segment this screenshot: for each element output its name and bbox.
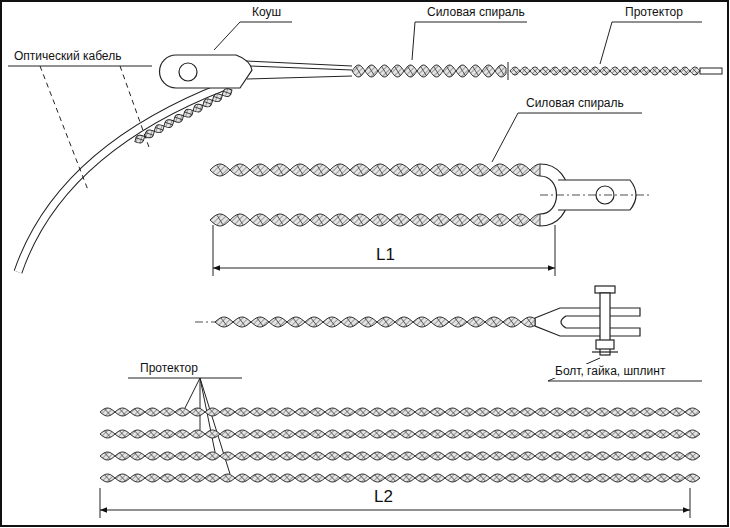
twisted-rod bbox=[215, 317, 535, 327]
part-label: Коуш bbox=[250, 5, 283, 19]
twisted-rod bbox=[210, 164, 540, 176]
part-label: Силовая спираль bbox=[524, 96, 626, 110]
twisted-rod bbox=[100, 452, 700, 460]
leader-line bbox=[412, 22, 527, 60]
clevis bbox=[535, 308, 640, 336]
leader-line bbox=[548, 358, 702, 381]
dimension-line bbox=[100, 510, 690, 511]
part-label: Протектор bbox=[138, 361, 200, 375]
part-label: Силовая спираль bbox=[425, 5, 527, 19]
dimension-label: L2 bbox=[372, 487, 395, 507]
leader-line bbox=[492, 113, 642, 162]
cotter-pin bbox=[592, 351, 618, 352]
nut bbox=[596, 340, 614, 349]
thimble bbox=[160, 55, 253, 88]
twisted-rod bbox=[100, 474, 700, 482]
part-label: Протектор bbox=[623, 5, 685, 19]
leader-line bbox=[8, 66, 152, 67]
twisted-rod bbox=[210, 214, 540, 226]
leader-line bbox=[214, 22, 292, 50]
extension-line bbox=[213, 225, 555, 276]
dimension-label: L1 bbox=[374, 245, 397, 265]
dimension-line bbox=[213, 268, 555, 269]
twisted-rod bbox=[133, 87, 234, 146]
twisted-rod bbox=[100, 408, 700, 416]
bolt bbox=[595, 286, 615, 293]
extension-line bbox=[100, 488, 690, 518]
optical-cable bbox=[18, 86, 225, 272]
part-label: Оптический кабель bbox=[12, 49, 123, 63]
cable-end bbox=[700, 68, 722, 74]
part-label: Болт, гайка, шплинт bbox=[553, 364, 667, 378]
twisted-rod bbox=[100, 430, 700, 438]
leader-line bbox=[600, 22, 702, 64]
twisted-rod bbox=[352, 65, 506, 77]
twisted-rod bbox=[510, 67, 700, 75]
leader-line bbox=[40, 66, 150, 190]
